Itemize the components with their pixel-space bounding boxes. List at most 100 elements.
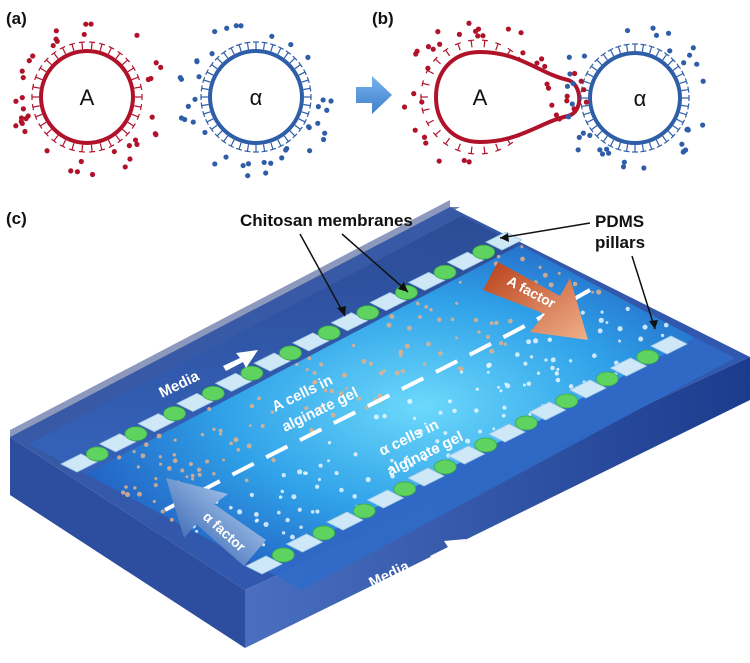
receptor-stalk	[32, 105, 40, 108]
receptor-head	[285, 139, 292, 144]
cell-particle	[475, 387, 479, 391]
chitosan-pointer-2	[341, 233, 409, 293]
receptor-head	[261, 41, 268, 44]
cell-particle	[459, 370, 464, 374]
receptor-stalk	[216, 130, 223, 137]
cell-particle	[188, 461, 193, 467]
cell-particle	[190, 473, 195, 478]
cell-particle	[310, 510, 315, 514]
cell-particle	[547, 337, 553, 343]
pheromone-dot	[564, 98, 570, 104]
pheromone-dot	[122, 164, 128, 170]
receptor-head	[454, 148, 461, 152]
receptor-head	[200, 102, 203, 109]
cell-particle	[249, 403, 255, 409]
cell-particle	[618, 339, 622, 343]
cell-particle	[501, 413, 506, 418]
receptor-head	[584, 70, 589, 77]
cell-particle	[338, 391, 344, 397]
cell-particle	[520, 245, 524, 249]
pheromone-dot	[25, 113, 31, 119]
receptor-stalk	[203, 79, 211, 83]
pheromone-dot	[549, 102, 555, 108]
pheromone-dot	[89, 171, 96, 178]
pheromone-dot	[472, 28, 479, 34]
pdms-pillar	[407, 467, 445, 487]
cell-particle	[600, 310, 604, 314]
receptor-stalk	[107, 139, 113, 147]
receptor-head	[78, 41, 85, 44]
receptor-stalk	[581, 104, 589, 108]
receptor-head	[425, 120, 430, 127]
cell-particle	[398, 353, 403, 358]
pheromone-dot	[53, 28, 59, 34]
receptor-stalk	[206, 71, 214, 76]
cell-particle	[407, 325, 412, 331]
pheromone-dot	[78, 158, 84, 165]
receptor-head	[442, 141, 449, 147]
receptor-stalk	[90, 42, 93, 50]
cell-particle	[455, 336, 459, 340]
cell-particle	[515, 352, 520, 357]
pheromone-dot	[149, 114, 155, 120]
receptor-head	[89, 150, 96, 153]
pheromone-dot	[480, 33, 486, 39]
receptor-stalk	[134, 105, 142, 108]
pheromone-dot	[288, 41, 294, 48]
receptor-stalk	[457, 43, 461, 51]
receptor-stalk	[422, 82, 430, 86]
receptor-head	[31, 104, 35, 111]
pheromone-dot	[569, 101, 575, 107]
receptor-head	[580, 103, 583, 110]
receptor-head	[228, 46, 234, 50]
receptor-head	[34, 113, 38, 120]
receptor-head	[89, 41, 96, 44]
receptor-head	[43, 131, 49, 137]
cell-particle	[271, 457, 276, 463]
pheromone-dot	[414, 48, 420, 54]
receptor-stalk	[127, 121, 135, 127]
pheromone-dot	[263, 170, 269, 176]
receptor-stalk	[211, 124, 218, 130]
cell-particle	[136, 465, 140, 469]
pheromone-dot	[456, 31, 462, 37]
cell-particle	[262, 543, 266, 547]
receptor-head	[607, 47, 614, 52]
receptor-stalk	[298, 118, 306, 123]
receptor-head	[269, 43, 277, 47]
pheromone-dot	[233, 23, 239, 29]
receptor-head	[202, 76, 206, 84]
chitosan-membrane	[514, 415, 538, 431]
pheromone-dot	[583, 99, 589, 105]
receptor-stalk	[679, 80, 687, 85]
receptor-head	[303, 119, 307, 125]
receptor-stalk	[676, 72, 684, 78]
receptor-head	[681, 119, 686, 126]
cell-particle	[289, 534, 295, 540]
pheromone-dot	[192, 96, 198, 102]
pheromone-dot	[324, 107, 330, 113]
cell-particle	[244, 478, 249, 483]
chitosan-membrane	[201, 385, 225, 401]
cell-particle	[334, 471, 339, 476]
receptor-stalk	[283, 135, 289, 142]
pheromone-dot	[13, 98, 19, 104]
chitosan-membrane	[595, 371, 619, 387]
cell-particle	[455, 301, 459, 305]
receptor-stalk	[246, 42, 250, 50]
receptor-head	[108, 144, 115, 149]
receptor-stalk	[203, 111, 211, 115]
receptor-head	[261, 150, 268, 153]
pheromone-dot	[690, 45, 696, 51]
pheromone-dot	[437, 41, 443, 47]
pheromone-dot	[212, 161, 218, 167]
receptor-head	[684, 111, 688, 118]
receptor-stalk	[625, 44, 629, 52]
pheromone-dot	[544, 81, 550, 87]
pdms-pillar	[528, 401, 567, 421]
pheromone-dot	[575, 147, 581, 153]
cell-particle	[200, 432, 205, 437]
cell-particle	[140, 453, 146, 459]
receptor-head	[200, 85, 203, 92]
a-cell-shmoo	[433, 49, 582, 145]
